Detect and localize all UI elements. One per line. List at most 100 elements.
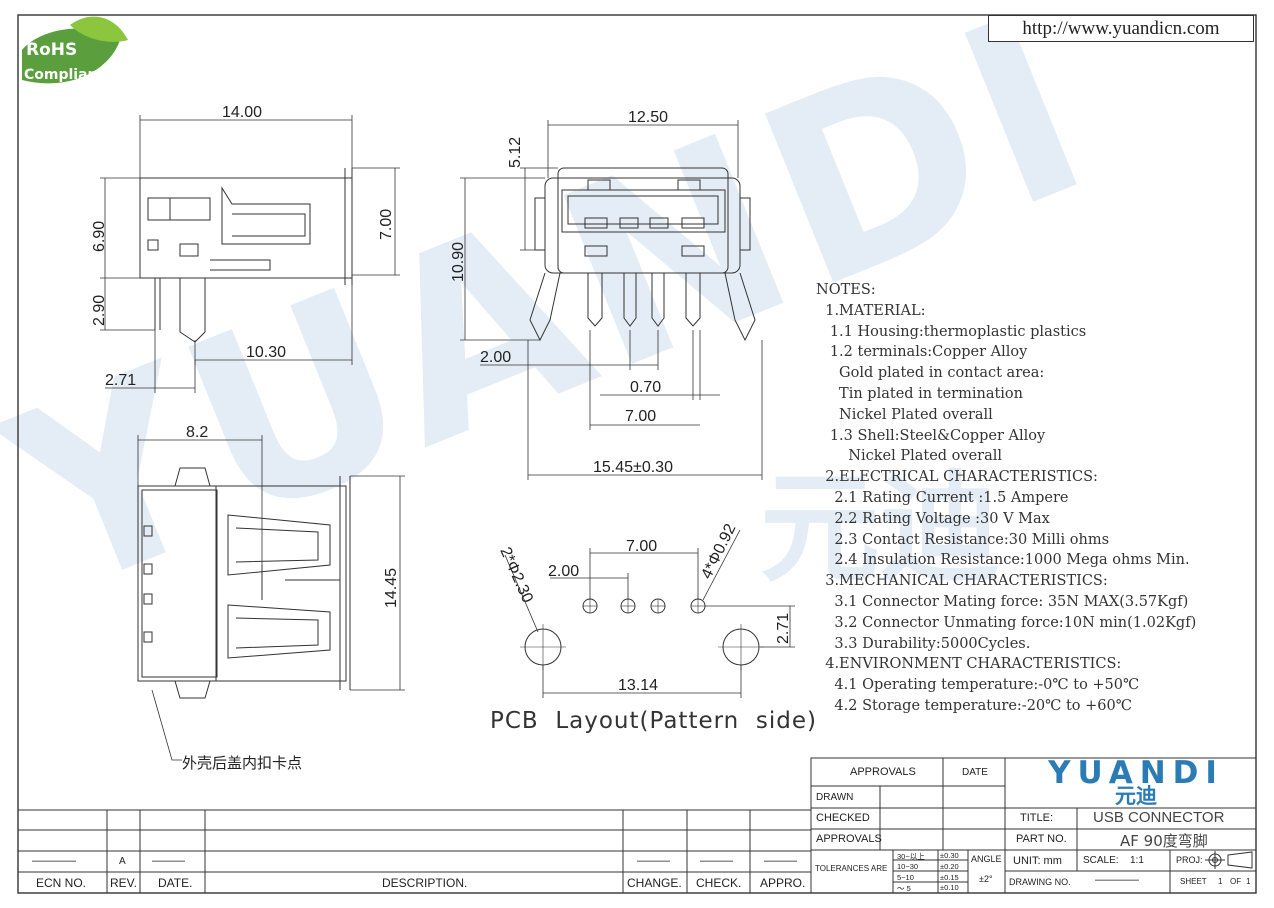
- watermark-cn: 元迪: [760, 460, 1000, 599]
- scale-label: SCALE:: [1083, 855, 1119, 866]
- appro-value: ———: [764, 855, 797, 867]
- note-line: 2.4 Insulation Resistance:1000 Mega ohms…: [816, 552, 1190, 569]
- dim-side-width: 14.00: [222, 104, 262, 121]
- note-line: 3.2 Connector Unmating force:10N min(1.0…: [816, 614, 1197, 631]
- change-label: CHANGE.: [627, 876, 682, 890]
- dim-front-d3: 7.00: [625, 408, 656, 425]
- side-dimensions: [100, 115, 400, 393]
- dim-pcb-d4: 13.14: [618, 677, 658, 694]
- note-line: 1.2 terminals:Copper Alloy: [816, 344, 1028, 361]
- dim-top-w: 8.2: [186, 424, 208, 441]
- ecn-label: ECN NO.: [36, 876, 87, 890]
- dim-front-h2: 10.90: [450, 242, 467, 282]
- dim-pcb-d3: 2.71: [775, 613, 792, 644]
- note-line: 1.3 Shell:Steel&Copper Alloy: [816, 427, 1046, 444]
- proj-label: PROJ:: [1176, 855, 1203, 865]
- pcb-caption: PCB Layout(Pattern side): [490, 708, 817, 734]
- dim-top-h: 14.45: [383, 568, 400, 608]
- notes-block: NOTES: 1.MATERIAL: 1.1 Housing:thermopla…: [816, 280, 1256, 717]
- note-line: Tin plated in termination: [816, 385, 1023, 402]
- dim-front-w: 12.50: [628, 109, 668, 126]
- dim-side-h1: 6.90: [91, 221, 108, 252]
- drawing-no-value: ————: [1095, 874, 1139, 886]
- date-header: DATE: [962, 767, 988, 778]
- check-label: CHECK.: [696, 876, 742, 890]
- note-line: 1.1 Housing:thermoplastic plastics: [816, 323, 1087, 340]
- tolerance-value: ±0.15: [940, 872, 959, 882]
- approvals-label: APPROVALS: [816, 833, 882, 845]
- dim-front-d1: 2.00: [480, 349, 511, 366]
- tolerances-label: TOLERANCES ARE: [815, 864, 888, 873]
- date-value: ———: [152, 855, 185, 867]
- unit-label: UNIT: mm: [1013, 855, 1062, 867]
- approvals-header: APPROVALS: [850, 766, 916, 778]
- latch-point-label: 外壳后盖内扣卡点: [182, 754, 303, 772]
- brand-logo-cn: 元迪: [1115, 784, 1157, 808]
- angle-label: ANGLE: [971, 854, 1002, 864]
- dim-front-d4: 15.45±0.30: [593, 459, 673, 476]
- rohs-logo: [22, 16, 128, 84]
- appro-label: APPRO.: [760, 876, 806, 890]
- side-view: [139, 168, 353, 343]
- note-line: 2.2 Rating Voltage :30 V Max: [816, 510, 1050, 527]
- dim-pcb-d1: 7.00: [626, 538, 657, 555]
- pcb-layout: [520, 598, 764, 670]
- website-url[interactable]: http://www.yuandicn.com: [988, 15, 1254, 42]
- drawn-label: DRAWN: [816, 792, 854, 803]
- dim-front-d2: 0.70: [630, 379, 661, 396]
- title-label: TITLE:: [1020, 812, 1054, 824]
- of-label: OF: [1230, 877, 1242, 886]
- tolerance-range: 10~30: [897, 861, 919, 871]
- rev-value: A: [119, 856, 126, 867]
- sheet-value: 1: [1218, 877, 1223, 886]
- angle-value: ±2°: [979, 874, 993, 884]
- checked-label: CHECKED: [816, 812, 870, 824]
- note-line: 3.1 Connector Mating force: 35N MAX(3.57…: [816, 593, 1189, 610]
- tolerance-value: ±0.10: [940, 883, 959, 893]
- title-value: USB CONNECTOR: [1093, 809, 1225, 826]
- sheet-label: SHEET: [1180, 877, 1207, 886]
- dim-pcb-d2: 2.00: [548, 563, 579, 580]
- title-block-grid: [18, 757, 1257, 894]
- drawing-no-label: DRAWING NO.: [1009, 877, 1071, 887]
- tolerance-range: 30~以上: [897, 852, 925, 861]
- dim-pcb-hole-small: 4*Φ0.92: [698, 521, 739, 582]
- part-no-label: PART NO.: [1016, 833, 1067, 845]
- brand-logo: YUANDI: [1048, 755, 1224, 791]
- note-line: 4.2 Storage temperature:-20℃ to +60℃: [816, 697, 1132, 714]
- tolerance-value: ±0.30: [940, 851, 959, 860]
- note-line: 3.3 Durability:5000Cycles.: [816, 635, 1031, 652]
- note-line: 1.MATERIAL:: [816, 302, 926, 319]
- date-label: DATE.: [158, 876, 193, 890]
- description-label: DESCRIPTION.: [382, 876, 468, 890]
- note-line: NOTES:: [816, 282, 876, 298]
- front-dimensions: [460, 120, 763, 480]
- tolerance-value: ±0.20: [940, 861, 959, 871]
- rohs-line1: RoHS: [26, 40, 78, 60]
- rohs-line2: Compliant: [24, 67, 105, 83]
- front-view: [529, 167, 756, 342]
- tolerance-range: ～ 5: [897, 884, 911, 894]
- outer-frame: [17, 14, 1257, 894]
- note-line: 2.ELECTRICAL CHARACTERISTICS:: [816, 469, 1098, 486]
- note-line: 3.MECHANICAL CHARACTERISTICS:: [816, 573, 1108, 590]
- dim-side-w3: 2.71: [105, 372, 136, 389]
- part-no-value: AF 90度弯脚: [1120, 832, 1208, 850]
- dim-side-h2: 7.00: [378, 209, 395, 240]
- dim-side-w2: 10.30: [246, 344, 286, 361]
- note-line: Nickel Plated overall: [816, 448, 1003, 465]
- of-value: 1: [1246, 877, 1251, 886]
- ecn-value: ————: [32, 855, 76, 867]
- dim-pcb-hole-big: 2*Φ2.30: [496, 545, 536, 606]
- note-line: 2.3 Contact Resistance:30 Milli ohms: [816, 531, 1110, 548]
- top-dimensions: [137, 435, 405, 761]
- rev-label: REV.: [110, 876, 137, 890]
- note-line: Gold plated in contact area:: [816, 365, 1045, 382]
- tolerance-range: 5~10: [897, 872, 914, 882]
- note-line: 4.ENVIRONMENT CHARACTERISTICS:: [816, 656, 1122, 673]
- dim-side-h3: 2.90: [91, 295, 108, 326]
- top-view: [137, 467, 351, 699]
- change-value: ———: [637, 855, 670, 867]
